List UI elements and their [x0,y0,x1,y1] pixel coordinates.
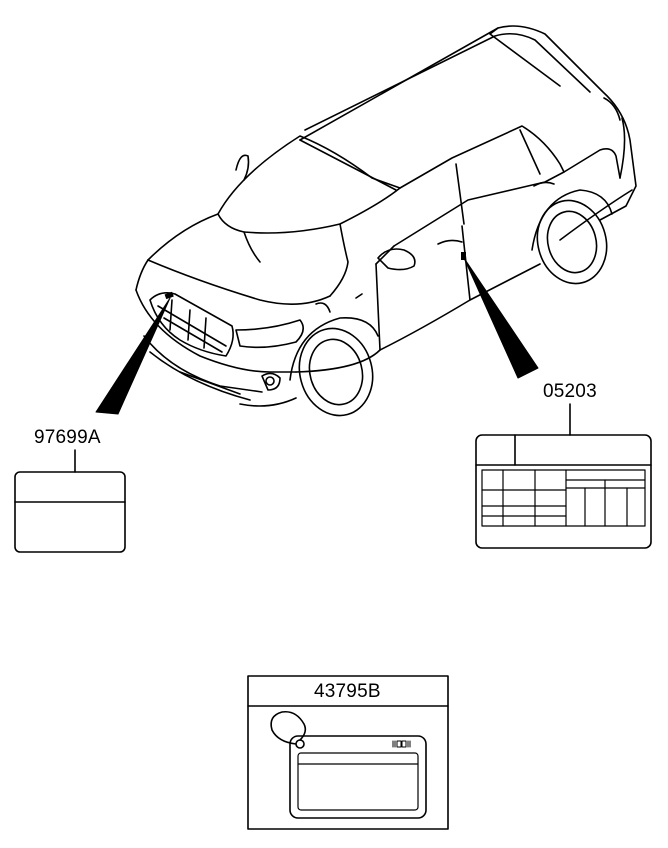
tag-label-callout: 43795B [314,681,381,702]
hood-label-marker [164,291,174,300]
tag-label-diagram [247,675,449,830]
door-label-callout: 05203 [543,381,597,402]
hood-label-callout: 97699A [34,427,101,448]
door-label-diagram [475,403,652,549]
hood-leader [95,297,171,415]
barcode-icon [392,740,411,748]
vehicle-illustration [135,25,637,417]
door-label-marker [461,252,466,260]
door-leader [463,257,539,379]
hood-label-diagram [14,449,126,553]
